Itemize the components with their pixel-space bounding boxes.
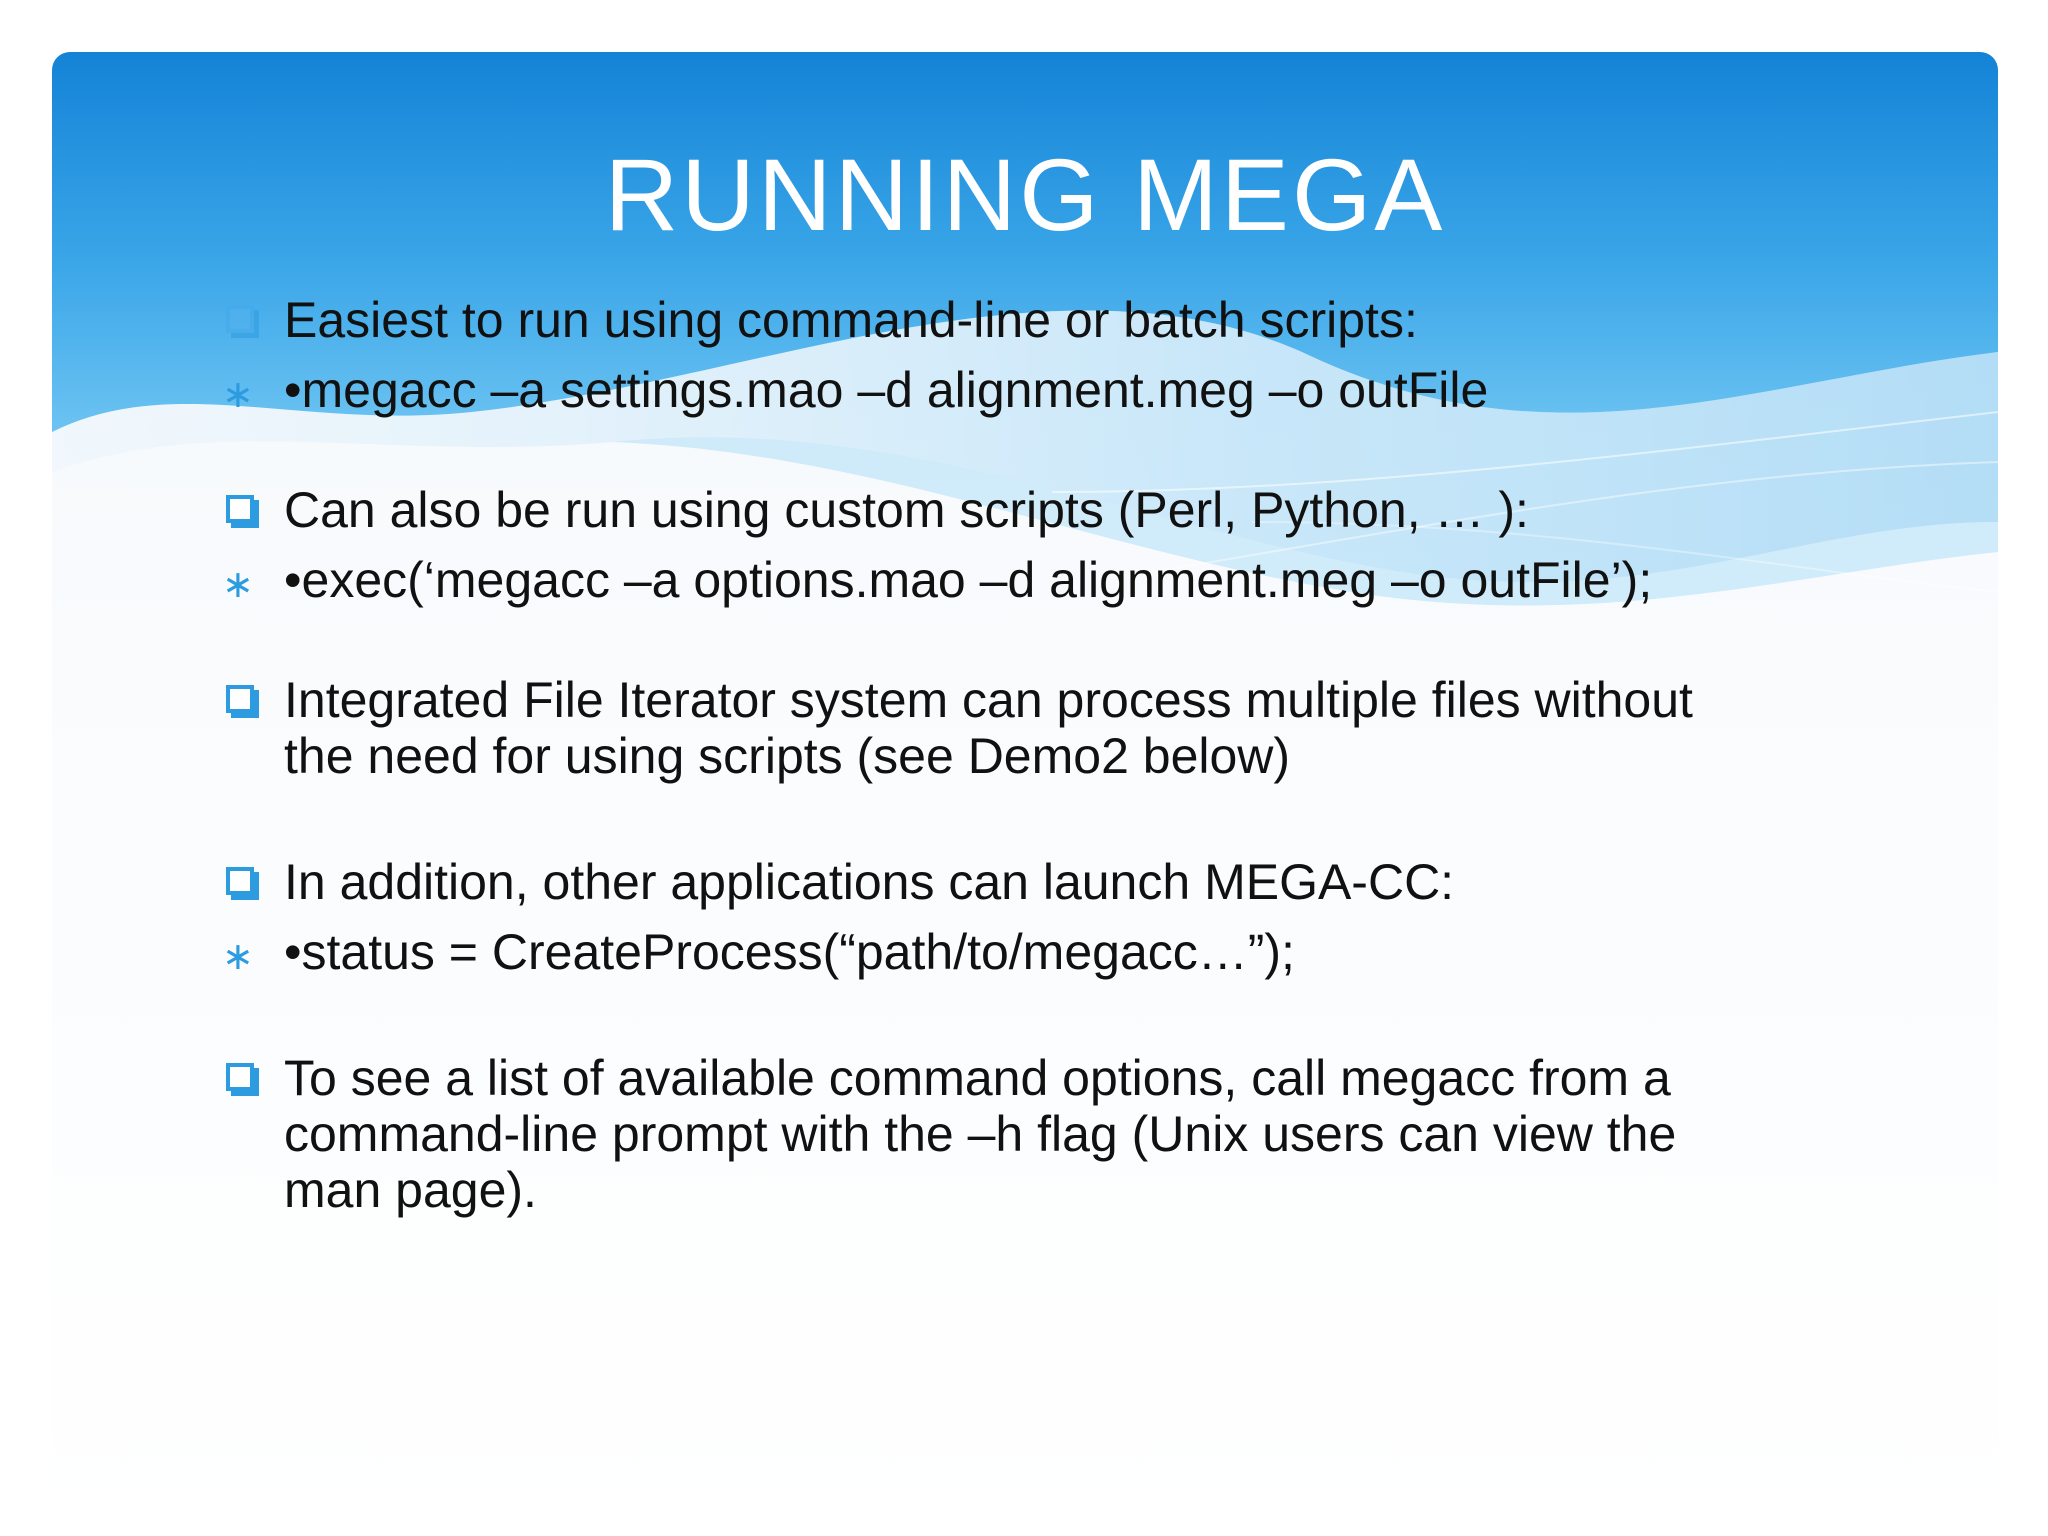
bullet-item: Can also be run using custom scripts (Pe…	[222, 482, 1922, 538]
checkbox-icon	[226, 305, 259, 338]
checkbox-icon	[226, 1063, 259, 1096]
checkbox-icon	[226, 867, 259, 900]
bullet-text-line: To see a list of available command optio…	[284, 1050, 1671, 1106]
slide-title: RUNNING MEGA	[604, 138, 1446, 252]
sub-bullet-text: •exec(‘megacc –a options.mao –d alignmen…	[284, 552, 1653, 608]
sub-bullet-text: •status = CreateProcess(“path/to/megacc……	[284, 924, 1295, 980]
bullet-section-1: Easiest to run using command-line or bat…	[222, 292, 1922, 418]
bullet-text-line: man page).	[284, 1162, 537, 1218]
header-wave-background	[52, 52, 1998, 606]
sub-bullet-item: ∗ •exec(‘megacc –a options.mao –d alignm…	[222, 552, 1922, 608]
sub-bullet-text: •megacc –a settings.mao –d alignment.meg…	[284, 362, 1489, 418]
slide-body: Easiest to run using command-line or bat…	[222, 292, 1922, 1218]
asterisk-icon: ∗	[222, 934, 254, 978]
bullet-item: To see a list of available command optio…	[222, 1050, 1922, 1218]
bullet-text: Easiest to run using command-line or bat…	[284, 292, 1418, 348]
sub-bullet-item: ∗ •status = CreateProcess(“path/to/megac…	[222, 924, 1922, 980]
bullet-section-5: To see a list of available command optio…	[222, 1050, 1922, 1218]
bullet-item: Easiest to run using command-line or bat…	[222, 292, 1922, 348]
slide: RUNNING MEGA Easiest to run using comman…	[52, 52, 1998, 1536]
bullet-section-2: Can also be run using custom scripts (Pe…	[222, 482, 1922, 608]
asterisk-icon: ∗	[222, 562, 254, 606]
sub-bullet-item: ∗ •megacc –a settings.mao –d alignment.m…	[222, 362, 1922, 418]
bullet-text: Can also be run using custom scripts (Pe…	[284, 482, 1529, 538]
bullet-section-3: Integrated File Iterator system can proc…	[222, 672, 1922, 784]
bullet-text-line: the need for using scripts (see Demo2 be…	[284, 728, 1291, 784]
asterisk-icon: ∗	[222, 372, 254, 416]
checkbox-icon	[226, 495, 259, 528]
bullet-text-line: Integrated File Iterator system can proc…	[284, 672, 1693, 728]
checkbox-icon	[226, 685, 259, 718]
bullet-item: Integrated File Iterator system can proc…	[222, 672, 1922, 784]
bullet-text-line: command-line prompt with the –h flag (Un…	[284, 1106, 1677, 1162]
bullet-text: In addition, other applications can laun…	[284, 854, 1455, 910]
bullet-item: In addition, other applications can laun…	[222, 854, 1922, 910]
bullet-section-4: In addition, other applications can laun…	[222, 854, 1922, 980]
